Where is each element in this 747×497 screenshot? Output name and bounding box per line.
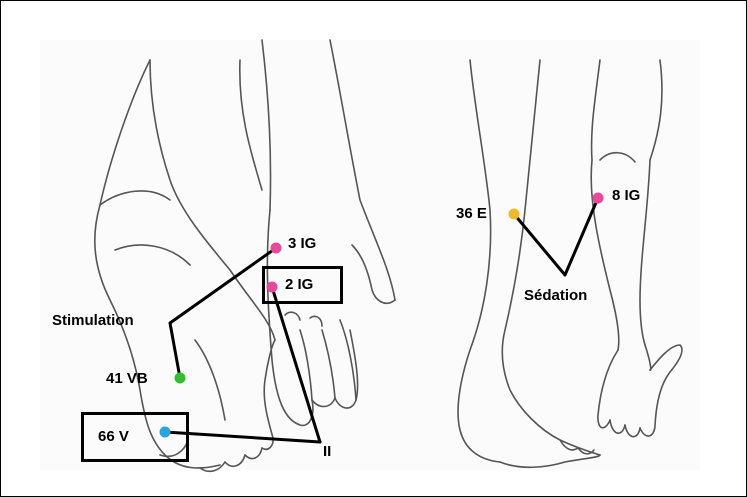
point-41vb <box>175 373 186 384</box>
label-36e: 36 E <box>456 206 487 221</box>
label-3ig: 3 IG <box>288 236 316 251</box>
label-sedation: Sédation <box>524 288 587 303</box>
label-41vb: 41 VB <box>106 371 148 386</box>
label-2ig: 2 IG <box>285 277 313 292</box>
point-36e <box>509 209 520 220</box>
point-8ig <box>593 193 604 204</box>
label-8ig: 8 IG <box>612 188 640 203</box>
label-66v: 66 V <box>98 429 129 444</box>
label-stimulation: Stimulation <box>52 313 134 328</box>
label-ii: II <box>323 444 331 459</box>
point-3ig <box>271 243 282 254</box>
